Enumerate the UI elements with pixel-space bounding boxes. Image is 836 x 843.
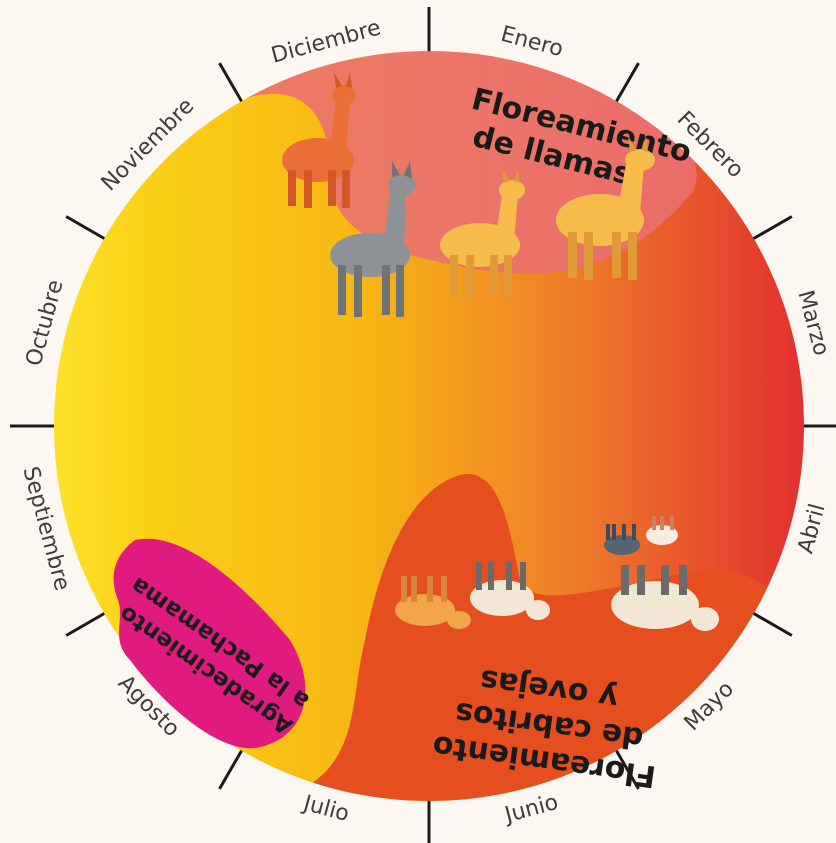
month-label-junio: Junio [500,790,561,829]
goat-gray [604,524,640,555]
month-label-abril: Abril [793,501,830,556]
month-label-enero: Enero [498,22,566,63]
month-label-julio: Julio [299,790,352,827]
month-label-marzo: Marzo [792,288,833,359]
